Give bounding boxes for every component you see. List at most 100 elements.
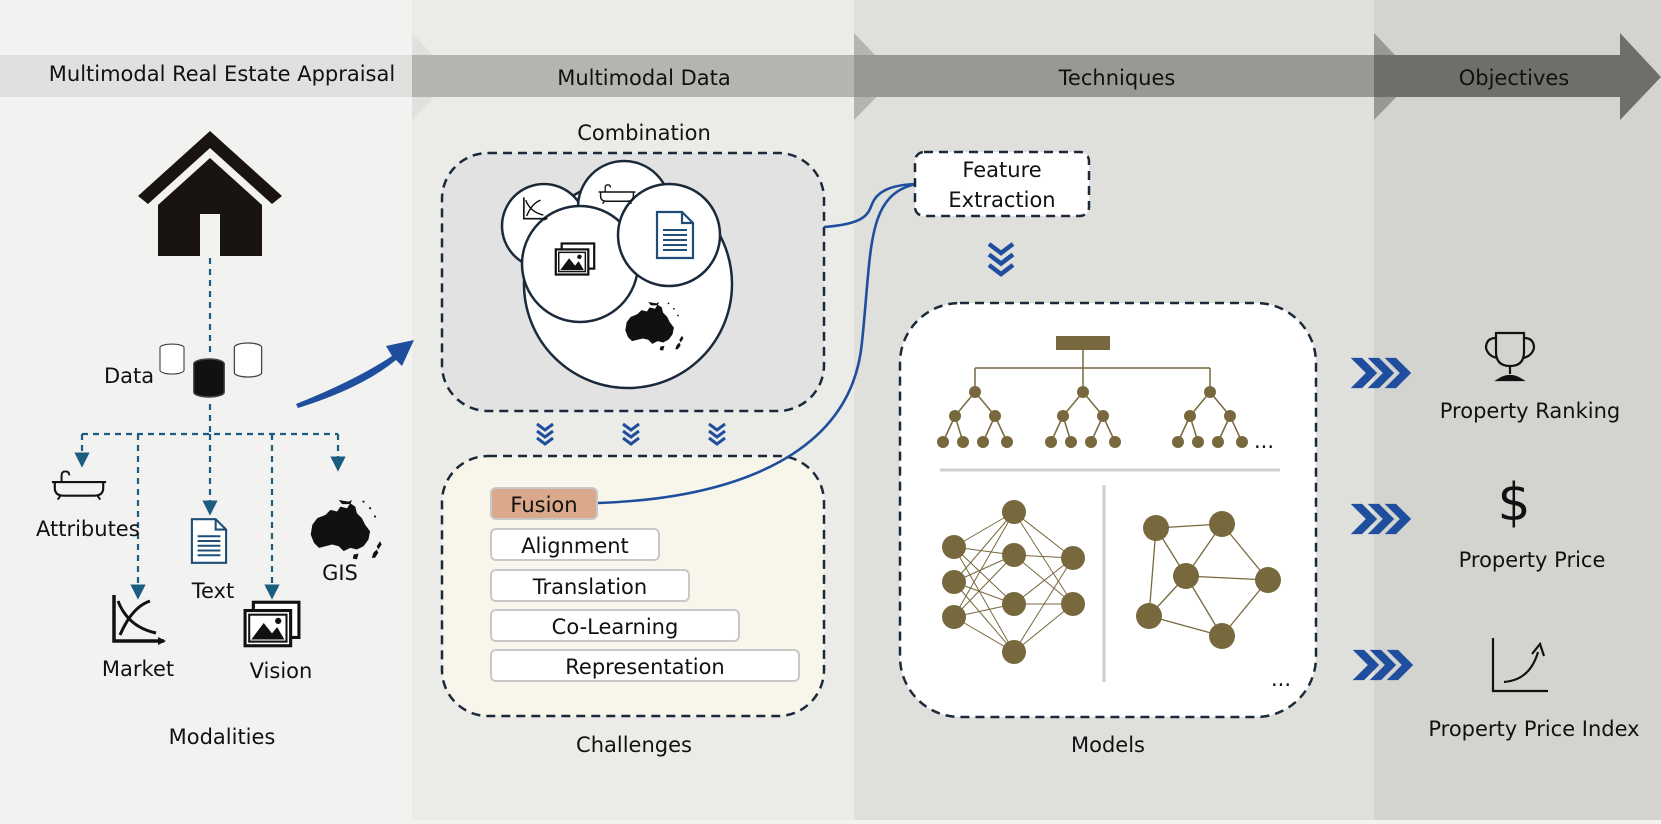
challenge-translation: Translation xyxy=(490,569,690,602)
nn-node xyxy=(1002,640,1026,664)
models-ellipsis: ... xyxy=(1271,667,1291,691)
nn-node xyxy=(1002,592,1026,616)
graph-node xyxy=(1209,623,1235,649)
tree-node xyxy=(1085,436,1097,448)
nn-edge xyxy=(1013,557,1074,653)
feature-extraction-line2: Extraction xyxy=(948,188,1055,212)
tree-node xyxy=(1212,436,1224,448)
challenge-alignment: Alignment xyxy=(490,528,660,561)
tree-node xyxy=(1224,410,1236,422)
neural-network-model xyxy=(942,500,1085,664)
modality-tree xyxy=(74,404,346,600)
svg-text:Alignment: Alignment xyxy=(521,534,629,558)
nn-edge xyxy=(1013,603,1074,653)
nn-edge xyxy=(953,511,1015,618)
models-box xyxy=(898,301,1318,719)
tree-node xyxy=(1065,436,1077,448)
tree-node xyxy=(1045,436,1057,448)
modality-text: Text xyxy=(191,579,234,603)
tree-node xyxy=(1184,410,1196,422)
venn-document-icon xyxy=(655,210,695,260)
tree-node xyxy=(949,410,961,422)
tree-node xyxy=(1236,436,1248,448)
database-icon-right xyxy=(233,342,263,378)
nn-edge xyxy=(1013,554,1074,605)
header-arrow-3 xyxy=(854,33,1416,120)
modality-gis: GIS xyxy=(322,561,358,585)
tree-ellipsis: ... xyxy=(1254,429,1274,453)
nn-node xyxy=(1061,546,1085,570)
nn-node xyxy=(1061,592,1085,616)
graph-network-model xyxy=(1136,511,1281,649)
column-modalities-bg xyxy=(0,0,412,820)
tree-node xyxy=(1001,436,1013,448)
feature-extraction-line1: Feature xyxy=(962,158,1041,182)
header-arrow-1 xyxy=(0,33,454,120)
tree-node xyxy=(1192,436,1204,448)
modality-vision: Vision xyxy=(250,659,313,683)
objective-property-price: Property Price xyxy=(1459,548,1606,572)
tree-node xyxy=(1204,386,1216,398)
tree-node xyxy=(989,410,1001,422)
venn-image-icon xyxy=(554,242,596,276)
tree-node xyxy=(1172,436,1184,448)
database-icon-left xyxy=(159,343,185,375)
graph-node xyxy=(1173,563,1199,589)
nn-node xyxy=(1002,500,1026,524)
challenges-caption: Challenges xyxy=(576,733,692,757)
header-multimodal-data: Multimodal Data xyxy=(557,66,731,90)
nn-node xyxy=(942,570,966,594)
svg-text:Fusion: Fusion xyxy=(510,493,577,517)
tree-node xyxy=(1109,436,1121,448)
dollar-icon: $ xyxy=(1497,473,1530,533)
tree-node xyxy=(957,436,969,448)
data-label: Data xyxy=(104,364,154,388)
modalities-caption: Modalities xyxy=(169,725,276,749)
nn-node xyxy=(1002,543,1026,567)
graph-edge xyxy=(1148,527,1157,617)
tree-ensemble-model xyxy=(974,336,1211,390)
nn-node xyxy=(942,605,966,629)
svg-text:Co-Learning: Co-Learning xyxy=(552,615,679,639)
nn-edge xyxy=(1013,557,1074,605)
nn-edge xyxy=(953,554,1015,618)
header-objectives: Objectives xyxy=(1459,66,1570,90)
challenge-fusion: Fusion xyxy=(490,487,598,520)
nn-node xyxy=(942,535,966,559)
combination-title: Combination xyxy=(577,121,711,145)
modality-market: Market xyxy=(102,657,174,681)
graph-node xyxy=(1143,515,1169,541)
header-title: Multimodal Real Estate Appraisal xyxy=(49,62,395,86)
nn-edge xyxy=(953,546,1015,605)
nn-edge xyxy=(1013,511,1074,605)
objective-property-ranking: Property Ranking xyxy=(1440,399,1620,423)
nn-edge xyxy=(953,546,1015,653)
tree-node xyxy=(1077,386,1089,398)
objective-property-price-index: Property Price Index xyxy=(1428,717,1639,741)
trophy-icon xyxy=(1484,331,1536,382)
feature-extraction-box xyxy=(913,150,1091,218)
tree-node xyxy=(1097,410,1109,422)
graph-edge xyxy=(1185,575,1269,581)
svg-text:Representation: Representation xyxy=(565,655,725,679)
tree-node xyxy=(1057,410,1069,422)
graph-node xyxy=(1209,511,1235,537)
nn-edge xyxy=(1013,511,1074,559)
tree-node xyxy=(937,436,949,448)
house-icon xyxy=(138,131,282,256)
tree-node xyxy=(977,436,989,448)
document-icon xyxy=(190,518,228,564)
database-icon-main xyxy=(192,358,226,398)
header-arrow-4 xyxy=(1374,33,1661,120)
svg-text:Translation: Translation xyxy=(532,575,647,599)
growth-chart-icon xyxy=(1491,638,1548,693)
column-objectives-bg xyxy=(1374,0,1661,820)
nn-edge xyxy=(953,581,1015,653)
tree-node xyxy=(969,386,981,398)
image-icon xyxy=(243,600,301,648)
header-arrow-2 xyxy=(412,33,896,120)
models-caption: Models xyxy=(1071,733,1145,757)
combination-to-feature-link xyxy=(823,182,917,229)
graph-node xyxy=(1255,567,1281,593)
